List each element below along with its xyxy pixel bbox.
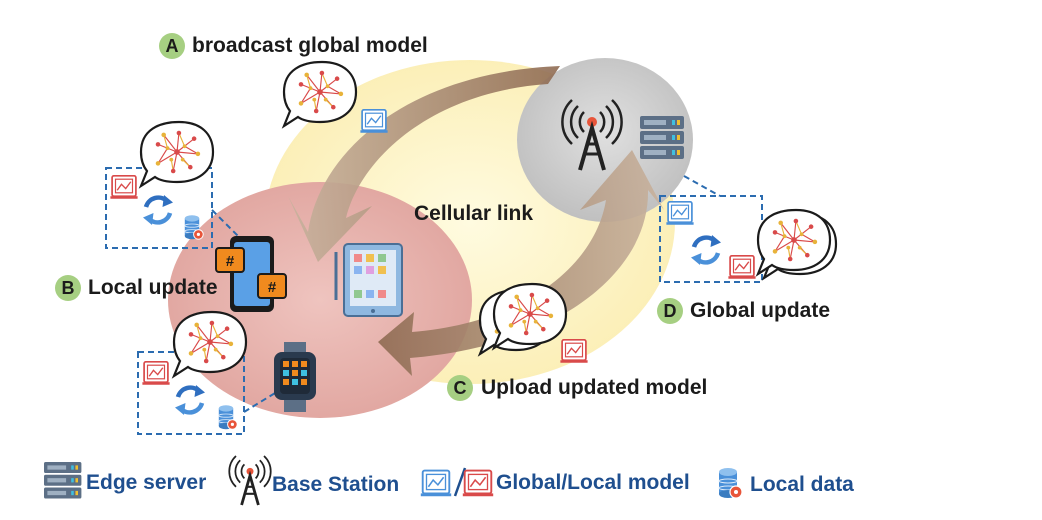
model-icon bbox=[141, 360, 171, 386]
model-icon bbox=[727, 254, 757, 280]
model-icon bbox=[665, 200, 695, 226]
smartphone-icon: # # bbox=[215, 236, 287, 312]
legend-global-local-model: Global/Local model bbox=[496, 471, 690, 494]
database-icon bbox=[218, 404, 238, 430]
legend-global-model-icon bbox=[419, 469, 453, 498]
model-icon bbox=[359, 108, 389, 134]
step-d-label: Global update bbox=[690, 299, 831, 322]
sync-arrows-icon bbox=[143, 195, 173, 225]
legend-antenna-icon bbox=[227, 454, 273, 507]
step-a-badge: A bbox=[159, 33, 185, 59]
legend-server-icon bbox=[44, 462, 82, 499]
step-a-label: broadcast global model bbox=[192, 34, 428, 57]
step-b-label: Local update bbox=[88, 276, 218, 299]
step-b-badge: B bbox=[55, 275, 81, 301]
legend-base-station: Base Station bbox=[272, 473, 400, 496]
legend-edge-server: Edge server bbox=[86, 471, 207, 494]
legend-local-model-icon bbox=[461, 469, 495, 498]
legend-database-icon bbox=[718, 467, 743, 499]
server-region bbox=[517, 58, 693, 222]
cellular-link-label: Cellular link bbox=[414, 202, 534, 225]
model-icon bbox=[109, 174, 139, 200]
tablet-icon bbox=[334, 243, 403, 317]
model-icon bbox=[559, 338, 589, 364]
svg-text:#: # bbox=[268, 279, 277, 296]
step-d-badge: D bbox=[657, 298, 683, 324]
broadcast-arrow bbox=[288, 66, 560, 262]
server-icon bbox=[640, 116, 684, 159]
sync-arrows-icon bbox=[175, 385, 205, 415]
legend-local-data: Local data bbox=[750, 473, 854, 496]
neural-network-icon bbox=[141, 122, 213, 186]
smartwatch-icon bbox=[274, 342, 316, 412]
step-c-badge: C bbox=[447, 375, 473, 401]
sync-arrows-icon bbox=[691, 235, 721, 265]
step-c-label: Upload updated model bbox=[481, 376, 708, 399]
svg-text:#: # bbox=[226, 253, 235, 270]
